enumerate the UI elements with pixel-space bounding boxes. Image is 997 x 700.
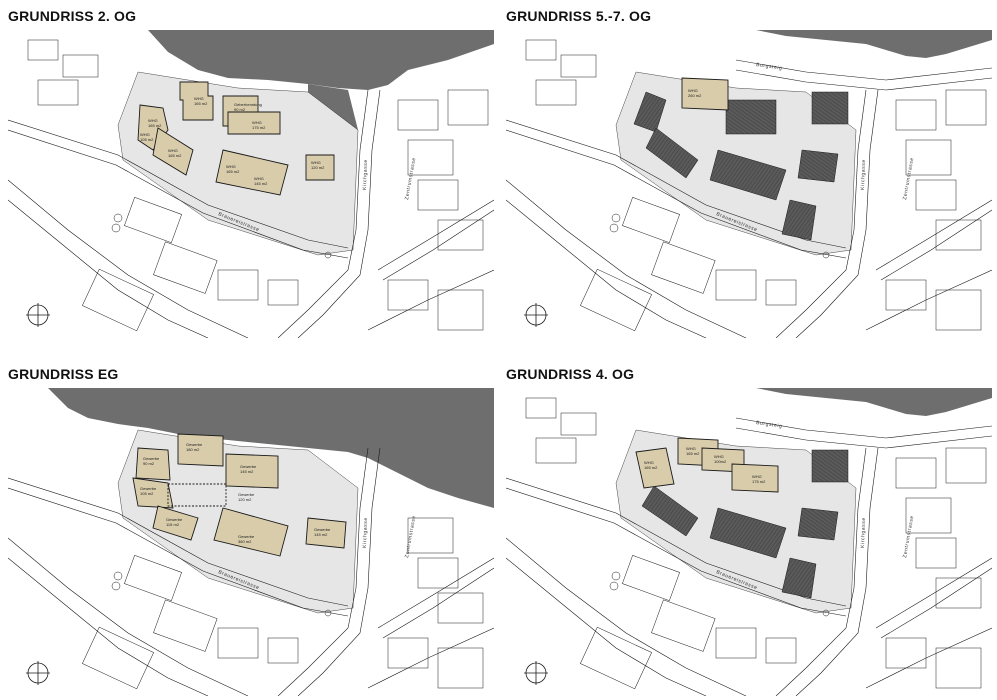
svg-text:WHG: WHG (148, 118, 158, 123)
svg-text:115 m2: 115 m2 (166, 522, 180, 527)
circle-markers (609, 571, 830, 617)
unit-labels: Gewerbe 90 m2 Gewerbe 180 m2 Gewerbe 145… (140, 442, 331, 544)
panel-title: GRUNDRISS 2. OG (8, 8, 137, 24)
svg-text:90 m2: 90 m2 (234, 107, 246, 112)
north-arrow-icon (26, 303, 50, 327)
svg-text:105 m2: 105 m2 (140, 137, 154, 142)
svg-text:120 m2: 120 m2 (311, 165, 325, 170)
svg-text:Kirchgasse: Kirchgasse (362, 159, 369, 190)
streets (506, 59, 992, 338)
neighbour-buildings (27, 39, 489, 332)
svg-text:Gewerbe: Gewerbe (238, 534, 255, 539)
panel-grundriss-2og: GRUNDRISS 2. OG (8, 8, 494, 338)
svg-text:165 m2: 165 m2 (194, 101, 208, 106)
circle-markers (609, 213, 830, 259)
svg-text:Burgsteig: Burgsteig (756, 420, 783, 430)
svg-text:WHG: WHG (252, 120, 262, 125)
svg-text:175 m2: 175 m2 (752, 479, 766, 484)
svg-text:Burgsteig: Burgsteig (756, 62, 783, 72)
svg-text:WHG: WHG (688, 88, 698, 93)
svg-text:165 m2: 165 m2 (168, 153, 182, 158)
svg-text:Gewerbe: Gewerbe (238, 492, 255, 497)
floor-plans (681, 77, 729, 111)
neighbour-buildings (525, 39, 987, 332)
svg-text:WHG: WHG (226, 164, 236, 169)
svg-text:145 m2: 145 m2 (314, 532, 328, 537)
site-plan: WHG 165 m2 WHG 165 m2 WHG 100m2 WHG 175 … (506, 388, 992, 696)
streets (506, 417, 992, 696)
north-arrow-icon (26, 661, 50, 685)
svg-text:100m2: 100m2 (714, 459, 727, 464)
circle-markers (111, 213, 332, 259)
svg-text:165 m2: 165 m2 (226, 169, 240, 174)
svg-text:WHG: WHG (714, 454, 724, 459)
svg-text:105 m2: 105 m2 (140, 491, 154, 496)
floor-plans (137, 81, 335, 196)
streets (8, 447, 494, 696)
panel-title: GRUNDRISS EG (8, 366, 119, 382)
unit-labels: WHG 260 m2 (688, 88, 702, 98)
unit-labels: WHG 165 m2 WHG 165 m2 WHG 100m2 WHG 175 … (644, 446, 766, 484)
hatched-roofs (633, 91, 849, 241)
site-plan: WHG 165 m2 Geberhenntung 90 m2 WHG 165 m… (8, 30, 494, 338)
panel-grundriss-5-7og: GRUNDRISS 5.-7. OG (506, 8, 992, 338)
svg-text:Gewerbe: Gewerbe (143, 456, 160, 461)
svg-text:145 m2: 145 m2 (254, 181, 268, 186)
svg-text:Kirchgasse: Kirchgasse (860, 517, 867, 548)
svg-text:360 m2: 360 m2 (238, 539, 252, 544)
terrain-hill (756, 30, 992, 58)
svg-text:Gewerbe: Gewerbe (314, 527, 331, 532)
floor-plans (635, 437, 779, 493)
svg-text:Zentrumstrasse: Zentrumstrasse (404, 515, 417, 559)
svg-text:WHG: WHG (194, 96, 204, 101)
svg-text:Zentrumstrasse: Zentrumstrasse (404, 157, 417, 201)
floor-plans (132, 433, 347, 557)
svg-text:90 m2: 90 m2 (143, 461, 155, 466)
svg-text:165 m2: 165 m2 (644, 465, 658, 470)
svg-text:Zentrumstrasse: Zentrumstrasse (902, 515, 915, 559)
neighbour-buildings (82, 517, 484, 690)
svg-text:180 m2: 180 m2 (186, 447, 200, 452)
circle-markers (111, 571, 332, 617)
svg-text:175 m2: 175 m2 (252, 125, 266, 130)
hatched-roofs (641, 449, 849, 599)
svg-text:Gewerbe: Gewerbe (140, 486, 157, 491)
panel-grundriss-eg: GRUNDRISS EG (8, 366, 494, 696)
svg-text:260 m2: 260 m2 (688, 93, 702, 98)
site-plan: WHG 260 m2 Brauereistrasse Kirchgasse Ze… (506, 30, 992, 338)
panel-grundriss-4og: GRUNDRISS 4. OG (506, 366, 992, 696)
svg-text:WHG: WHG (254, 176, 264, 181)
svg-text:WHG: WHG (168, 148, 178, 153)
terrain-hill (756, 388, 992, 416)
svg-text:WHG: WHG (140, 132, 150, 137)
svg-text:120 m2: 120 m2 (238, 497, 252, 502)
svg-text:WHG: WHG (752, 474, 762, 479)
svg-text:Gewerbe: Gewerbe (186, 442, 203, 447)
svg-text:Geberhenntung: Geberhenntung (234, 102, 262, 107)
svg-text:Zentrumstrasse: Zentrumstrasse (902, 157, 915, 201)
svg-text:165 m2: 165 m2 (686, 451, 700, 456)
svg-text:165 m2: 165 m2 (148, 123, 162, 128)
svg-text:WHG: WHG (311, 160, 321, 165)
svg-text:Gewerbe: Gewerbe (240, 464, 257, 469)
svg-text:Kirchgasse: Kirchgasse (362, 517, 369, 548)
unit-labels: WHG 165 m2 Geberhenntung 90 m2 WHG 165 m… (140, 96, 325, 186)
svg-text:145 m2: 145 m2 (240, 469, 254, 474)
terrain-hill (48, 388, 494, 508)
neighbour-buildings (525, 397, 987, 690)
svg-text:Gewerbe: Gewerbe (166, 517, 183, 522)
svg-text:WHG: WHG (686, 446, 696, 451)
north-arrow-icon (524, 303, 548, 327)
north-arrow-icon (524, 661, 548, 685)
panel-title: GRUNDRISS 4. OG (506, 366, 635, 382)
panel-title: GRUNDRISS 5.-7. OG (506, 8, 652, 24)
svg-text:Kirchgasse: Kirchgasse (860, 159, 867, 190)
svg-text:WHG: WHG (644, 460, 654, 465)
site-plan: Gewerbe 90 m2 Gewerbe 180 m2 Gewerbe 145… (8, 388, 494, 696)
